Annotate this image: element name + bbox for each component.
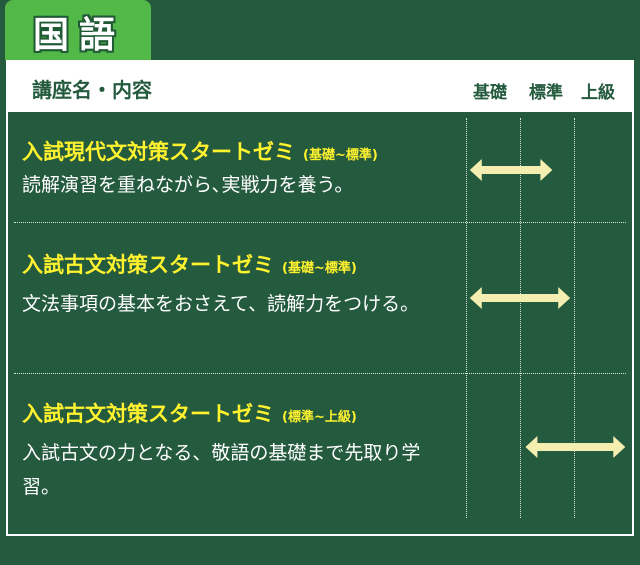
course-name: 入試現代文対策スタートゼミ (22, 140, 295, 164)
header-level-basic: 基礎 (473, 83, 507, 103)
subject-title: 国語 (33, 15, 126, 56)
course-level: (基礎~標準) (303, 148, 378, 163)
course-row: 入試古文対策スタートゼミ (基礎~標準) 文法事項の基本をおさえて、読解力をつける… (22, 249, 442, 321)
row-divider (14, 373, 626, 374)
level-range-arrow-icon (469, 287, 571, 309)
course-level: (標準~上級) (282, 410, 357, 425)
column-divider (520, 118, 521, 518)
course-description: 文法事項の基本をおさえて、読解力をつける。 (22, 293, 420, 315)
course-name: 入試古文対策スタートゼミ (22, 253, 274, 277)
course-description: 読解演習を重ねながら､実戦力を養う。 (22, 174, 354, 196)
table-header: 講座名・内容 基礎 標準 上級 (8, 62, 632, 112)
course-row: 入試現代文対策スタートゼミ (基礎~標準) 読解演習を重ねながら､実戦力を養う。 (22, 136, 462, 202)
course-description: 入試古文の力となる、敬語の基礎まで先取り学習。 (22, 442, 421, 498)
column-divider (466, 118, 467, 518)
level-range-arrow-icon (469, 159, 553, 181)
header-level-advanced: 上級 (581, 83, 615, 103)
course-row: 入試古文対策スタートゼミ (標準~上級) 入試古文の力となる、敬語の基礎まで先取り… (22, 398, 442, 504)
row-divider (14, 222, 626, 223)
course-name: 入試古文対策スタートゼミ (22, 402, 274, 426)
header-course-label: 講座名・内容 (32, 78, 152, 102)
subject-tab: 国語 (5, 0, 151, 60)
course-level: (基礎~標準) (282, 261, 357, 276)
level-range-arrow-icon (525, 436, 626, 458)
header-level-standard: 標準 (529, 83, 563, 103)
column-divider (574, 118, 575, 518)
